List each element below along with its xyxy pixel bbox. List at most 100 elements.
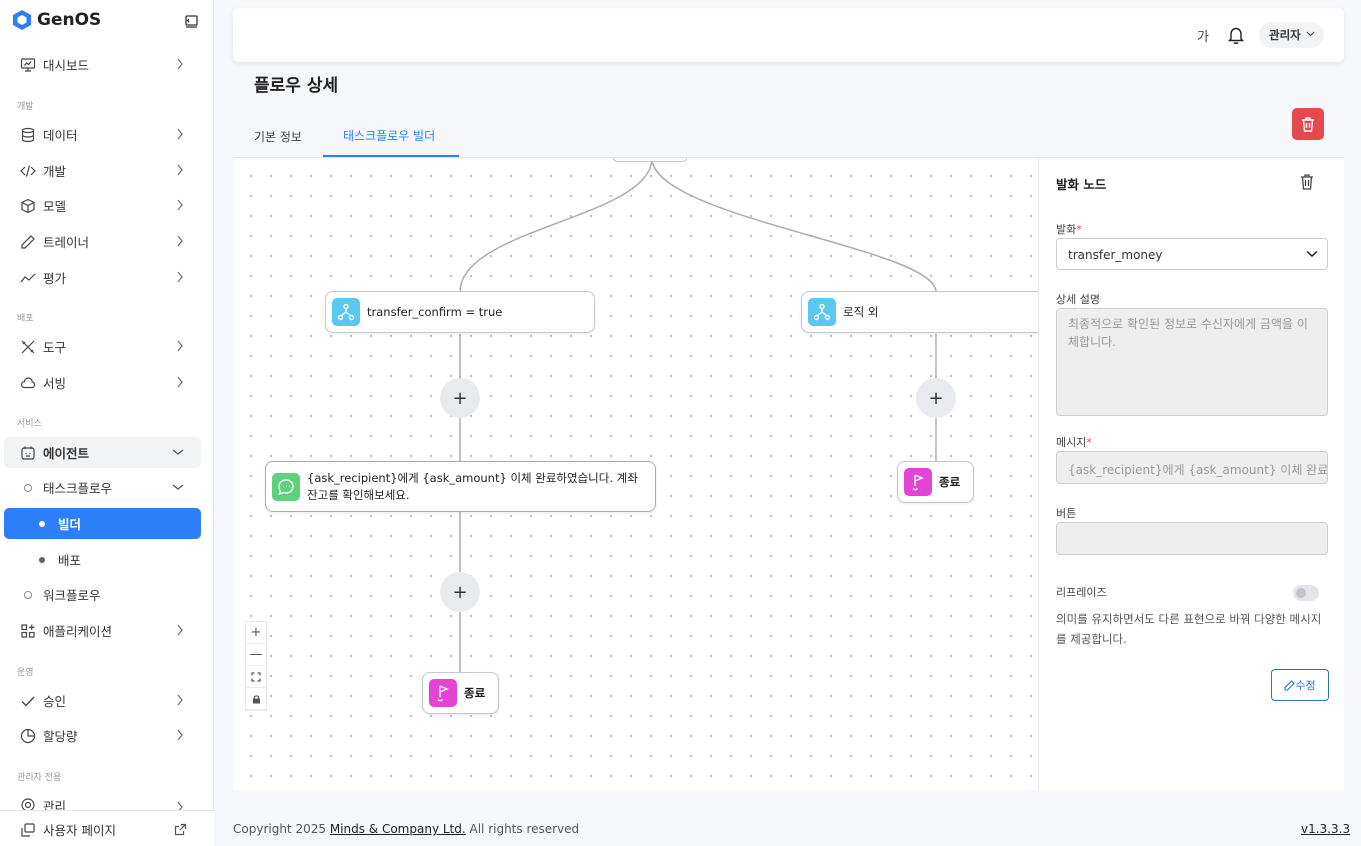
- rephrase-toggle[interactable]: [1293, 585, 1319, 601]
- sidebar-item-application[interactable]: 애플리케이션: [4, 615, 201, 646]
- node-label: 종료: [939, 474, 961, 489]
- outline-dot-icon: [24, 590, 32, 599]
- chevron-right-icon: [177, 235, 183, 247]
- sidebar-item-label: 평가: [43, 271, 67, 286]
- lock-button[interactable]: [246, 688, 266, 710]
- flag-icon: [904, 468, 932, 496]
- sidebar-item-manage[interactable]: 관리: [4, 790, 201, 812]
- chevron-right-icon: [177, 694, 183, 706]
- tools-icon: [19, 338, 37, 356]
- fit-view-button[interactable]: [246, 666, 266, 688]
- message-field: {ask_recipient}에게 {ask_amount} 이체 완료하: [1056, 451, 1328, 484]
- tab-taskflow-builder[interactable]: 태스크플로우 빌더: [323, 116, 459, 157]
- company-link[interactable]: Minds & Company Ltd.: [329, 822, 466, 836]
- top-header: 가 관리자: [233, 8, 1344, 62]
- chevron-right-icon: [177, 376, 183, 388]
- user-page-icon: [19, 821, 37, 839]
- user-page-link[interactable]: 사용자 페이지: [4, 814, 201, 845]
- message-node[interactable]: {ask_recipient}에게 {ask_amount} 이체 완료하였습니…: [265, 461, 656, 512]
- sidebar: GenOS 대시보드 개발 데이터 개발 모델 트레이너 평가 배포 도구: [0, 0, 214, 846]
- sidebar-item-trainer[interactable]: 트레이너: [4, 226, 201, 257]
- sidebar-item-quota[interactable]: 할당량: [4, 720, 201, 751]
- dot-icon: [39, 520, 45, 527]
- font-size-toggle[interactable]: 가: [1197, 30, 1209, 45]
- chevron-right-icon: [177, 164, 183, 176]
- sidebar-item-workflow[interactable]: 워크플로우: [4, 579, 201, 610]
- chevron-right-icon: [177, 128, 183, 140]
- zoom-controls: + —: [245, 621, 267, 711]
- code-icon: [19, 162, 37, 180]
- flow-edges: [459, 158, 937, 672]
- zoom-in-button[interactable]: +: [246, 622, 266, 644]
- add-node-button[interactable]: +: [440, 378, 480, 418]
- section-label-admin: 관리자 전용: [17, 773, 62, 783]
- sidebar-item-taskflow[interactable]: 태스크플로우: [4, 472, 201, 503]
- chevron-down-icon: [1306, 250, 1318, 258]
- description-label: 상세 설명: [1056, 293, 1100, 306]
- condition-node-right[interactable]: 로직 외: [801, 291, 1038, 333]
- end-node-left[interactable]: 종료: [422, 672, 499, 714]
- sidebar-item-serving[interactable]: 서빙: [4, 367, 201, 398]
- node-label: 로직 외: [843, 304, 879, 319]
- chevron-down-icon: [1306, 31, 1315, 37]
- sidebar-item-data[interactable]: 데이터: [4, 119, 201, 150]
- tab-basic-info[interactable]: 기본 정보: [254, 130, 302, 144]
- description-field: 최종적으로 확인된 정보로 수신자에게 금액을 이체합니다.: [1056, 308, 1328, 416]
- bell-icon[interactable]: [1227, 25, 1245, 45]
- section-label-ops: 운영: [17, 668, 34, 678]
- fit-view-icon: [251, 671, 261, 682]
- sidebar-item-label: 서빙: [43, 376, 67, 391]
- app-name: GenOS: [37, 10, 102, 30]
- sidebar-item-model[interactable]: 모델: [4, 190, 201, 221]
- sidebar-item-develop[interactable]: 개발: [4, 155, 201, 186]
- sidebar-item-agent[interactable]: 에이전트: [4, 437, 201, 468]
- app-logo[interactable]: GenOS: [12, 8, 101, 32]
- external-link-icon: [174, 823, 187, 836]
- trend-line-icon: [19, 269, 37, 287]
- sidebar-item-label: 태스크플로우: [43, 481, 113, 496]
- sidebar-collapse-icon[interactable]: [184, 14, 200, 30]
- sidebar-item-eval[interactable]: 평가: [4, 262, 201, 293]
- sidebar-item-tools[interactable]: 도구: [4, 331, 201, 362]
- sidebar-item-label: 애플리케이션: [43, 624, 113, 639]
- delete-flow-button[interactable]: [1292, 108, 1324, 140]
- edit-button-label: 수정: [1295, 679, 1316, 692]
- version-link[interactable]: v1.3.3.3: [1301, 822, 1351, 836]
- trash-icon[interactable]: [1299, 173, 1315, 191]
- pie-chart-icon: [19, 727, 37, 745]
- sidebar-item-approval[interactable]: 승인: [4, 685, 201, 716]
- chevron-right-icon: [177, 729, 183, 741]
- sidebar-item-label: 승인: [43, 694, 67, 709]
- utterance-select[interactable]: transfer_money: [1056, 238, 1328, 270]
- condition-node-left[interactable]: transfer_confirm = true: [325, 291, 595, 333]
- tab-bar: 기본 정보 태스크플로우 빌더: [233, 116, 1344, 158]
- pencil-icon: [19, 233, 37, 251]
- edit-button[interactable]: 수정: [1271, 669, 1329, 701]
- apps-icon: [19, 622, 37, 640]
- lock-icon: [252, 694, 260, 703]
- edge-root-left: [459, 158, 653, 293]
- chevron-right-icon: [177, 624, 183, 636]
- footer-copyright: Copyright 2025 Minds & Company Ltd. All …: [233, 822, 580, 836]
- user-menu-button[interactable]: 관리자: [1259, 22, 1324, 48]
- root-node-stub[interactable]: [612, 158, 688, 162]
- sidebar-item-label: 에이전트: [43, 446, 90, 461]
- node-label: 종료: [464, 685, 486, 700]
- node-label: {ask_recipient}에게 {ask_amount} 이체 완료하였습니…: [307, 470, 638, 502]
- sidebar-item-dashboard[interactable]: 대시보드: [4, 49, 201, 80]
- sidebar-item-deployment[interactable]: 배포: [4, 544, 201, 575]
- sidebar-item-label: 개발: [43, 164, 67, 179]
- end-node-right[interactable]: 종료: [897, 461, 974, 503]
- sidebar-item-builder[interactable]: 빌더: [4, 508, 201, 539]
- add-node-button[interactable]: +: [440, 572, 480, 612]
- agent-icon: [19, 444, 37, 462]
- outline-dot-icon: [24, 483, 32, 492]
- add-node-button[interactable]: +: [916, 378, 956, 418]
- database-icon: [19, 126, 37, 144]
- flow-canvas[interactable]: transfer_confirm = true 로직 외 + + {ask_re…: [233, 158, 1038, 790]
- sidebar-item-label: 모델: [43, 199, 67, 214]
- sidebar-item-label: 데이터: [43, 128, 78, 143]
- trash-icon: [1302, 116, 1314, 132]
- zoom-out-button[interactable]: —: [246, 644, 266, 666]
- sidebar-item-label: 관리: [43, 799, 67, 812]
